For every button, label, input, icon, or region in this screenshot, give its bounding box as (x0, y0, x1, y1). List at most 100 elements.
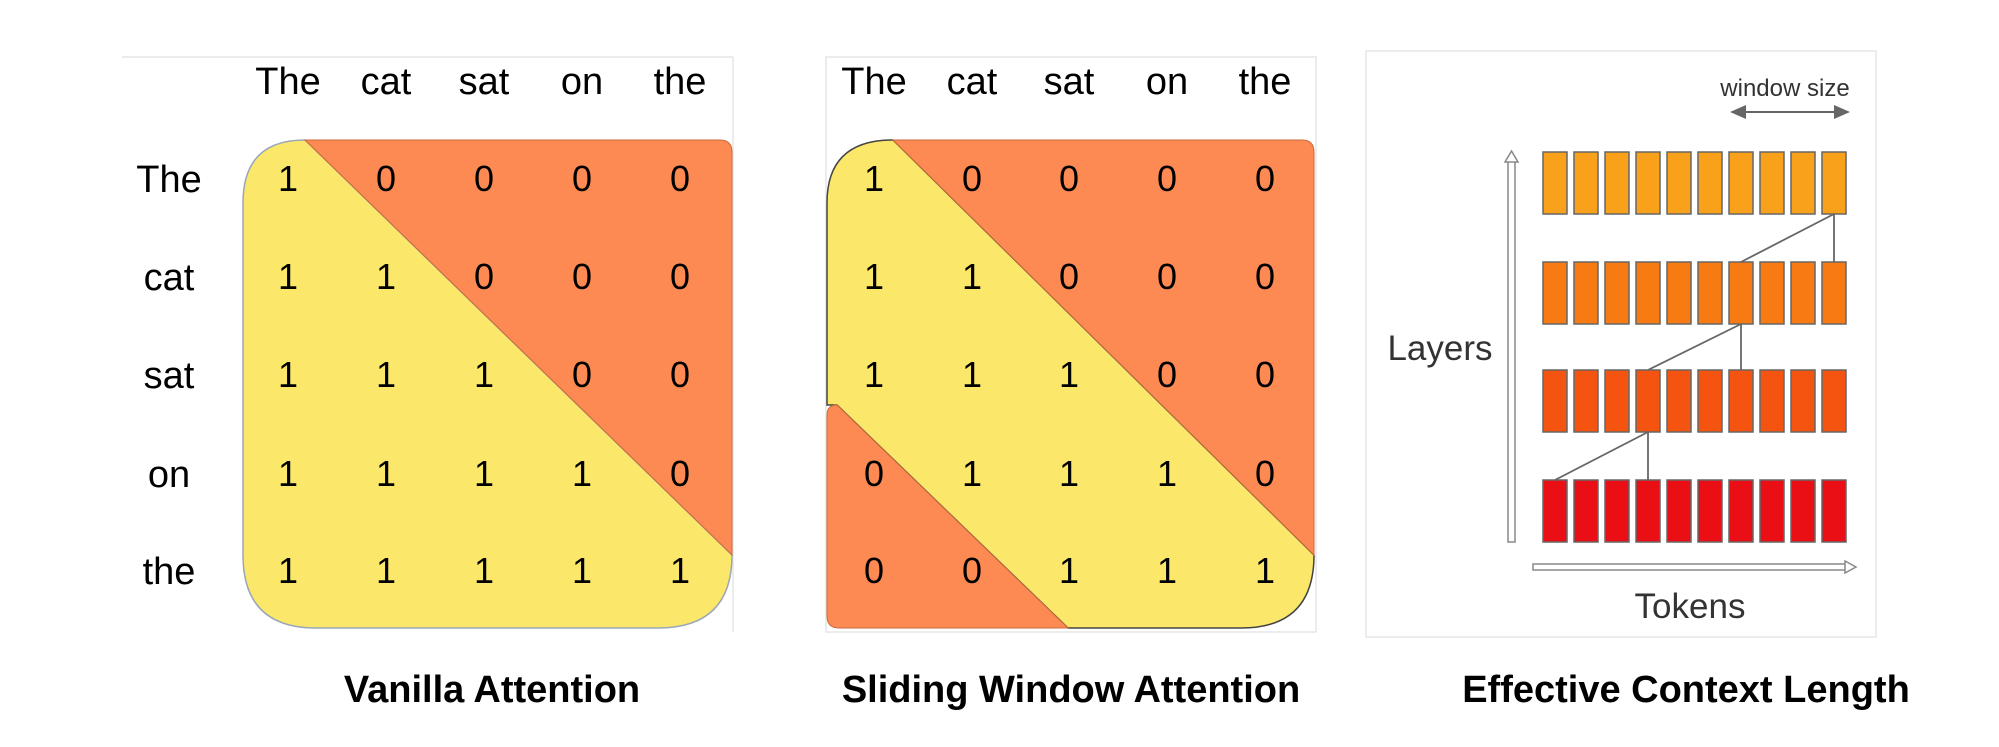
sliding-cell-r4-c0: 0 (864, 550, 884, 591)
vanilla-row-label-4: the (143, 551, 196, 593)
vanilla-cell-r4-c3: 1 (572, 550, 592, 591)
token-block-layer1-8 (1759, 151, 1785, 215)
vanilla-col-label-3: on (561, 61, 603, 103)
vanilla-cell-r3-c4: 0 (670, 453, 690, 494)
token-block-layer3-4 (1635, 369, 1661, 433)
sliding-col-label-2: sat (1044, 61, 1095, 103)
sliding-masked-upper-region (891, 139, 1315, 557)
token-block-layer4-9 (1790, 479, 1816, 543)
layers-axis-label: Layers (1387, 329, 1492, 368)
sliding-cell-r3-c3: 1 (1157, 453, 1177, 494)
token-block-layer3-5 (1666, 369, 1692, 433)
sliding-cell-r2-c1: 1 (962, 354, 982, 395)
vanilla-cell-r2-c1: 1 (376, 354, 396, 395)
sliding-col-label-1: cat (947, 61, 998, 103)
token-block-layer4-5 (1666, 479, 1692, 543)
vanilla-cell-r3-c2: 1 (474, 453, 494, 494)
vanilla-cell-r2-c3: 0 (572, 354, 592, 395)
sliding-cell-r4-c3: 1 (1157, 550, 1177, 591)
token-block-layer1-1 (1542, 151, 1568, 215)
vanilla-cell-r1-c4: 0 (670, 256, 690, 297)
sliding-cell-r4-c1: 0 (962, 550, 982, 591)
vanilla-col-label-2: sat (459, 61, 510, 103)
vanilla-row-label-3: on (148, 454, 190, 496)
sliding-col-label-4: the (1239, 61, 1292, 103)
token-block-layer1-10 (1821, 151, 1847, 215)
vanilla-col-label-1: cat (361, 61, 412, 103)
vanilla-cell-r4-c4: 1 (670, 550, 690, 591)
token-block-layer3-6 (1697, 369, 1723, 433)
vanilla-attend-region (242, 139, 733, 629)
vanilla-row-label-0: The (136, 159, 201, 201)
vanilla-cell-r0-c0: 1 (278, 158, 298, 199)
sliding-cell-r3-c0: 0 (864, 453, 884, 494)
sliding-cell-r2-c4: 0 (1255, 354, 1275, 395)
token-block-layer4-7 (1728, 479, 1754, 543)
vanilla-attention-caption: Vanilla Attention (344, 669, 640, 711)
sliding-cell-r1-c3: 0 (1157, 256, 1177, 297)
token-block-layer3-1 (1542, 369, 1568, 433)
token-block-layer2-10 (1821, 261, 1847, 325)
vanilla-cell-r1-c0: 1 (278, 256, 298, 297)
vanilla-cell-r3-c3: 1 (572, 453, 592, 494)
sliding-cell-r1-c0: 1 (864, 256, 884, 297)
token-block-layer1-4 (1635, 151, 1661, 215)
vanilla-row-label-1: cat (144, 257, 195, 299)
vanilla-row-labels: The cat sat on the (136, 159, 201, 593)
vanilla-cell-r2-c2: 1 (474, 354, 494, 395)
token-block-layer4-1 (1542, 479, 1568, 543)
token-block-layer2-9 (1790, 261, 1816, 325)
token-block-layer3-9 (1790, 369, 1816, 433)
token-block-layer2-3 (1604, 261, 1630, 325)
vanilla-cell-r4-c0: 1 (278, 550, 298, 591)
vanilla-cell-r1-c2: 0 (474, 256, 494, 297)
token-block-layer2-7 (1728, 261, 1754, 325)
tokens-axis-label: Tokens (1635, 587, 1746, 626)
token-block-layer3-2 (1573, 369, 1599, 433)
window-size-label: window size (1719, 75, 1849, 102)
sliding-cell-r0-c3: 0 (1157, 158, 1177, 199)
layers-axis-arrow (1503, 149, 1520, 543)
sliding-cell-r2-c0: 1 (864, 354, 884, 395)
sliding-cell-r0-c0: 1 (864, 158, 884, 199)
token-block-layer4-6 (1697, 479, 1723, 543)
token-block-layer2-6 (1697, 261, 1723, 325)
vanilla-cell-r3-c0: 1 (278, 453, 298, 494)
sliding-cell-r4-c4: 1 (1255, 550, 1275, 591)
sliding-cell-r1-c1: 1 (962, 256, 982, 297)
sliding-cell-r0-c1: 0 (962, 158, 982, 199)
vanilla-attention-panel: The cat sat on the The cat sat on the 1 0 0 0 0 1 1 0 0 0… (122, 56, 734, 711)
token-block-layer4-4 (1635, 479, 1661, 543)
vanilla-cell-r1-c3: 0 (572, 256, 592, 297)
vanilla-cell-r4-c2: 1 (474, 550, 494, 591)
token-block-layer2-4 (1635, 261, 1661, 325)
token-block-layer1-3 (1604, 151, 1630, 215)
vanilla-cell-r0-c3: 0 (572, 158, 592, 199)
vanilla-cell-r0-c1: 0 (376, 158, 396, 199)
sliding-cell-r2-c2: 1 (1059, 354, 1079, 395)
token-block-layer4-8 (1759, 479, 1785, 543)
sliding-masked-lower-region (826, 404, 1070, 629)
vanilla-masked-region (303, 139, 733, 557)
token-block-layer2-1 (1542, 261, 1568, 325)
window-size-arrow (1730, 105, 1850, 119)
vanilla-cell-r3-c1: 1 (376, 453, 396, 494)
token-block-layer2-8 (1759, 261, 1785, 325)
token-block-layer1-5 (1666, 151, 1692, 215)
token-block-layer1-9 (1790, 151, 1816, 215)
sliding-cell-r0-c2: 0 (1059, 158, 1079, 199)
token-block-layer3-7 (1728, 369, 1754, 433)
token-block-layer4-2 (1573, 479, 1599, 543)
vanilla-cell-r2-c0: 1 (278, 354, 298, 395)
sliding-cell-r3-c2: 1 (1059, 453, 1079, 494)
token-block-layer2-5 (1666, 261, 1692, 325)
vanilla-col-label-4: the (654, 61, 707, 103)
vanilla-cell-r0-c2: 0 (474, 158, 494, 199)
vanilla-row-label-2: sat (144, 355, 195, 397)
token-block-layer3-3 (1604, 369, 1630, 433)
